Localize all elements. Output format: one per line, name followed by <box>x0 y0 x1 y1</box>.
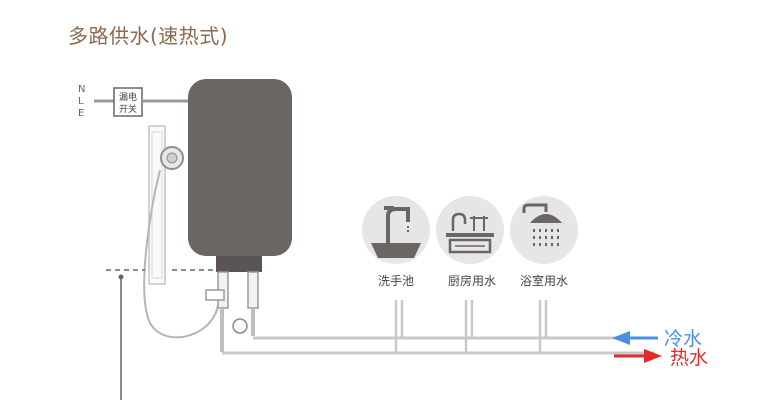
terminal-e: E <box>78 108 84 119</box>
cold-water-arrow <box>612 331 630 345</box>
shower-hose <box>143 169 219 339</box>
branch-risers <box>394 300 548 353</box>
fixture-sink <box>362 196 430 264</box>
page-title: 多路供水(速热式) <box>68 24 229 48</box>
cold-water-label: 冷水 <box>664 328 702 350</box>
fixture-label-bath: 浴室用水 <box>520 273 568 288</box>
reference-point <box>118 274 124 280</box>
heater-plumbing <box>205 271 259 352</box>
cold-inlet-valve <box>232 318 248 334</box>
fixture-kitchen <box>436 196 504 264</box>
shower-rail <box>148 125 166 285</box>
leakage-switch <box>113 87 143 117</box>
shower-assembly <box>143 125 219 339</box>
hot-water-label: 热水 <box>670 347 708 369</box>
leakage-switch-label-2: 开关 <box>119 103 137 115</box>
fixture-label-kitchen: 厨房用水 <box>448 273 496 288</box>
kitchen-sink-icon <box>436 196 504 264</box>
power-terminals: N L E <box>78 84 85 119</box>
fixture-label-sink: 洗手池 <box>378 274 414 288</box>
fixture-bath <box>510 196 578 264</box>
terminal-n: N <box>78 84 85 95</box>
terminal-l: L <box>78 96 84 107</box>
heater-base <box>216 256 262 272</box>
hot-water-arrow <box>644 349 662 363</box>
leakage-switch-label-1: 漏电 <box>119 91 137 103</box>
shower-head-icon <box>510 196 578 264</box>
water-heater <box>188 79 292 256</box>
